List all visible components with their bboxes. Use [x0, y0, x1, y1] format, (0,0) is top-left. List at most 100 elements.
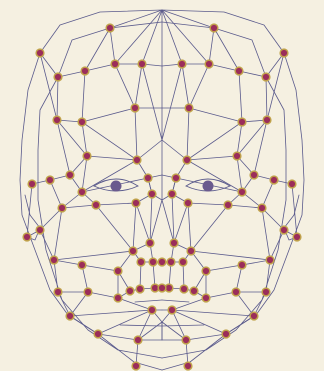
landmark-node-right-j6 [183, 337, 189, 343]
lip-line-edge [162, 300, 189, 302]
landmark-node-left-c4 [51, 257, 57, 263]
landmark-node-left-j3 [85, 289, 91, 295]
temple-edge [40, 53, 57, 120]
face-shell-edge [162, 22, 286, 358]
landmark-node-left-b4 [47, 177, 53, 183]
cheek-edge [262, 208, 270, 260]
landmark-node-left-b2 [134, 157, 140, 163]
brow-edge [137, 140, 162, 160]
temple-edge [267, 53, 284, 120]
forehead-edge [162, 64, 182, 140]
cheek-edge [228, 205, 262, 208]
landmark-node-right-t2 [281, 50, 287, 56]
landmark-node-right-j3 [233, 289, 239, 295]
landmark-node-left-n4 [150, 259, 156, 265]
landmark-node-left-j2 [55, 289, 61, 295]
landmark-node-right-e3 [185, 200, 191, 206]
forehead-edge [209, 28, 214, 64]
landmark-node-left-n1 [147, 240, 153, 246]
landmark-node-right-t7 [264, 117, 270, 123]
landmark-node-right-t8 [239, 119, 245, 125]
forehead-edge [115, 64, 135, 108]
brow-edge [162, 140, 187, 160]
landmark-node-left-t6 [139, 61, 145, 67]
landmark-node-left-j7 [133, 363, 139, 369]
landmark-node-left-t5 [112, 61, 118, 67]
cheek-edge [133, 203, 136, 251]
forehead-edge [82, 71, 85, 122]
forehead-edge [142, 64, 162, 140]
landmark-node-right-m5 [166, 285, 172, 291]
landmark-node-left-b3 [67, 172, 73, 178]
landmark-node-left-m1 [115, 268, 121, 274]
chin-edge [162, 325, 204, 326]
landmark-node-right-n1 [171, 240, 177, 246]
landmark-node-left-n3 [138, 259, 144, 265]
landmark-node-right-t5 [206, 61, 212, 67]
face-shell-edge [38, 22, 162, 358]
forehead-lower-edge [57, 77, 135, 122]
eye-socket-edge [82, 156, 137, 192]
cheek-edge [206, 265, 242, 271]
right-iris [203, 181, 214, 192]
landmark-node-left-j4 [67, 313, 73, 319]
landmark-node-right-m1 [203, 268, 209, 274]
landmark-node-left-m3 [115, 295, 121, 301]
cheek-edge [54, 208, 62, 260]
landmark-node-left-t9 [132, 105, 138, 111]
landmark-node-left-n2 [130, 248, 136, 254]
mesh-edges [20, 10, 304, 370]
landmark-node-left-b5 [29, 181, 35, 187]
nose-edge [133, 200, 162, 262]
landmark-node-right-m2 [191, 288, 197, 294]
cheek-edge [54, 205, 133, 260]
chin-edge [120, 325, 162, 326]
landmark-node-right-t4 [236, 68, 242, 74]
ear-edge [292, 184, 297, 237]
landmark-node-left-t4 [82, 68, 88, 74]
cheek-edge [82, 265, 118, 271]
landmark-node-right-m6 [169, 307, 175, 313]
landmark-node-right-b2 [184, 157, 190, 163]
landmark-node-right-t3 [263, 74, 269, 80]
landmark-node-left-e1 [79, 189, 85, 195]
landmark-node-right-t1 [211, 25, 217, 31]
landmark-node-left-c3 [24, 234, 30, 240]
forehead-edge [142, 10, 162, 64]
landmark-node-left-e5 [145, 175, 151, 181]
landmark-node-right-j7 [185, 363, 191, 369]
jaw-edge [58, 292, 138, 366]
landmark-node-left-j1 [79, 262, 85, 268]
landmark-node-right-t9 [186, 105, 192, 111]
landmark-node-left-t1 [107, 25, 113, 31]
landmark-node-right-n2 [188, 248, 194, 254]
landmark-node-right-e1 [239, 189, 245, 195]
landmark-node-right-c1 [259, 205, 265, 211]
landmark-node-left-j5 [95, 331, 101, 337]
landmark-node-left-c1 [59, 205, 65, 211]
landmark-node-left-m6 [149, 307, 155, 313]
forehead-edge [162, 10, 182, 64]
landmark-node-left-m2 [127, 288, 133, 294]
cheek-edge [188, 203, 191, 251]
landmark-node-right-n4 [168, 259, 174, 265]
cheek-edge [242, 230, 284, 265]
forehead-edge [239, 71, 242, 122]
landmark-node-left-e2 [93, 202, 99, 208]
landmark-node-right-b4 [271, 177, 277, 183]
landmark-node-right-c2 [281, 227, 287, 233]
landmark-node-right-j2 [263, 289, 269, 295]
landmark-node-left-t7 [54, 117, 60, 123]
landmark-node-right-b3 [251, 172, 257, 178]
landmark-node-right-j1 [239, 262, 245, 268]
lip-line-edge [135, 300, 162, 302]
left-iris [111, 181, 122, 192]
cheek-edge [40, 230, 82, 265]
landmark-node-left-c2 [37, 227, 43, 233]
eye-socket-edge [187, 156, 242, 192]
landmark-node-left-t2 [37, 50, 43, 56]
cheek-edge [242, 192, 297, 237]
landmark-node-right-e4 [169, 191, 175, 197]
